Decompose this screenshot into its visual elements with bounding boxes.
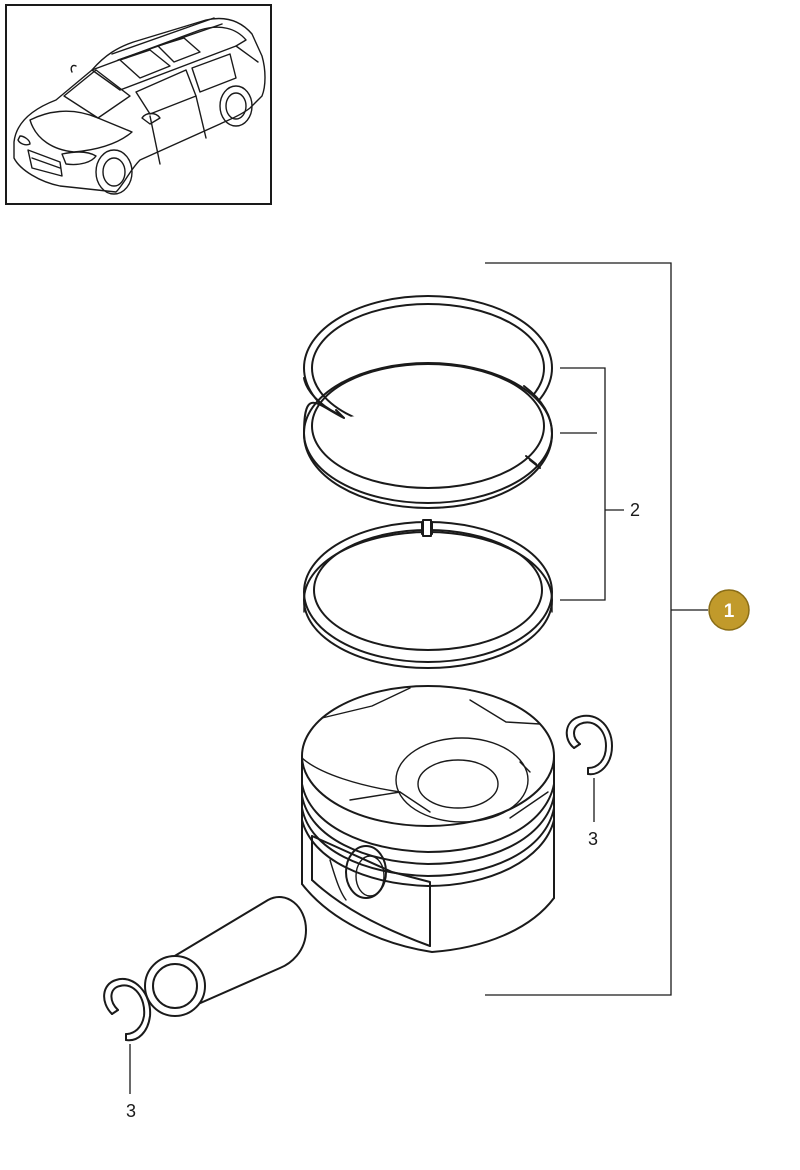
assembly-bracket: [485, 262, 708, 996]
piston-ring-oil[interactable]: [303, 519, 553, 669]
piston-ring-middle[interactable]: [303, 362, 553, 509]
callout-3-left: 3: [126, 1101, 136, 1121]
callout-1-badge[interactable]: 1: [708, 589, 750, 631]
rings-bracket: [560, 367, 624, 601]
piston-pin[interactable]: [144, 895, 307, 1017]
circlip-right[interactable]: [565, 714, 613, 822]
suv-vehicle-icon: [13, 17, 266, 195]
callout-3-right: 3: [588, 829, 598, 849]
circlip-left[interactable]: [103, 977, 152, 1094]
callout-2: 2: [630, 500, 640, 520]
piston[interactable]: [301, 685, 555, 953]
callout-1: 1: [724, 601, 735, 622]
vehicle-thumbnail[interactable]: [5, 4, 272, 205]
